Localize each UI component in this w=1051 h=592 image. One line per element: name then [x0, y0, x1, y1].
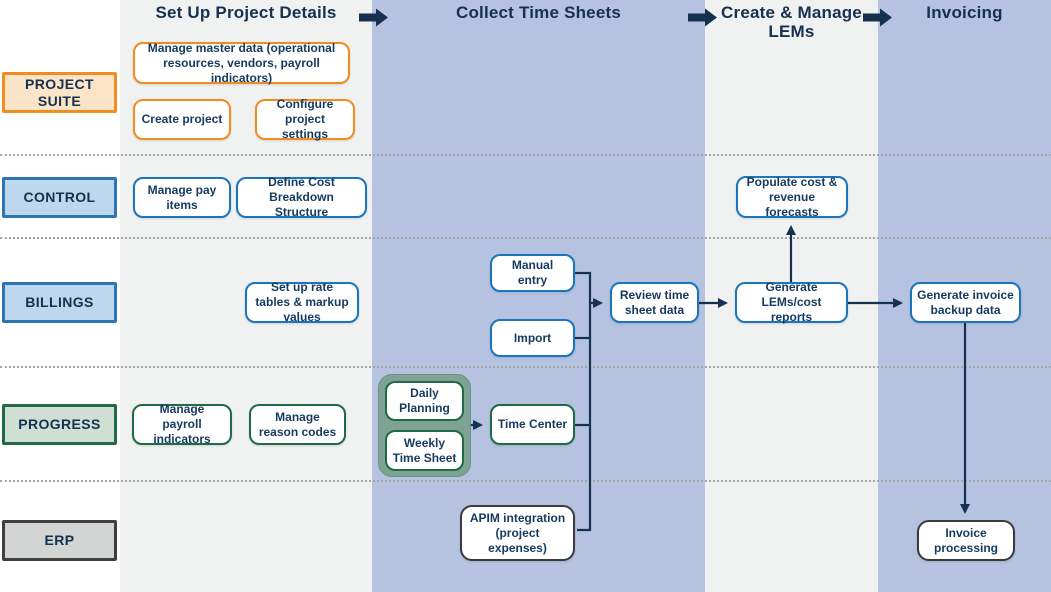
flow-arrow-icon	[863, 8, 892, 27]
node-manage-reason-codes: Manage reason codes	[249, 404, 346, 445]
lane-label-progress: PROGRESS	[2, 404, 117, 445]
row-divider	[0, 154, 1051, 156]
node-configure-project-settings: Configure project settings	[255, 97, 355, 141]
node-manage-pay-items: Manage pay items	[133, 177, 231, 218]
row-divider	[0, 366, 1051, 368]
node-review-timesheet-data: Review time sheet data	[610, 282, 699, 323]
node-invoice-processing: Invoice processing	[917, 520, 1015, 561]
lane-label-control: CONTROL	[2, 177, 117, 218]
node-time-center: Time Center	[490, 404, 575, 445]
node-generate-invoice-backup-data: Generate invoice backup data	[910, 282, 1021, 323]
phase-title-create-lems: Create & Manage LEMs	[721, 3, 862, 41]
flow-arrow-icon	[359, 8, 388, 27]
phase-title-setup-project: Set Up Project Details	[155, 3, 337, 22]
lane-label-project-suite: PROJECT SUITE	[2, 72, 117, 113]
node-create-project: Create project	[133, 99, 231, 140]
node-import: Import	[490, 319, 575, 357]
row-divider	[0, 480, 1051, 482]
node-manual-entry: Manual entry	[490, 254, 575, 292]
flow-arrow-icon	[688, 8, 717, 27]
node-weekly-time-sheet: Weekly Time Sheet	[385, 430, 464, 471]
node-setup-rate-tables: Set up rate tables & markup values	[245, 280, 359, 324]
phase-title-collect-timesheets: Collect Time Sheets	[455, 3, 622, 22]
row-divider	[0, 237, 1051, 239]
node-daily-planning: Daily Planning	[385, 381, 464, 421]
lane-label-billings: BILLINGS	[2, 282, 117, 323]
node-apim-integration: APIM integration (project expenses)	[460, 505, 575, 561]
node-populate-cost-revenue-forecasts: Populate cost & revenue forecasts	[736, 175, 848, 219]
phase-title-invoicing: Invoicing	[926, 3, 1003, 22]
node-manage-payroll-indicators: Manage payroll indicators	[132, 402, 232, 446]
node-define-cost-breakdown-structure: Define Cost Breakdown Structure	[236, 175, 367, 219]
lane-label-erp: ERP	[2, 520, 117, 561]
node-manage-master-data: Manage master data (operational resource…	[133, 41, 350, 85]
node-generate-lems-cost-reports: Generate LEMs/cost reports	[735, 280, 848, 324]
